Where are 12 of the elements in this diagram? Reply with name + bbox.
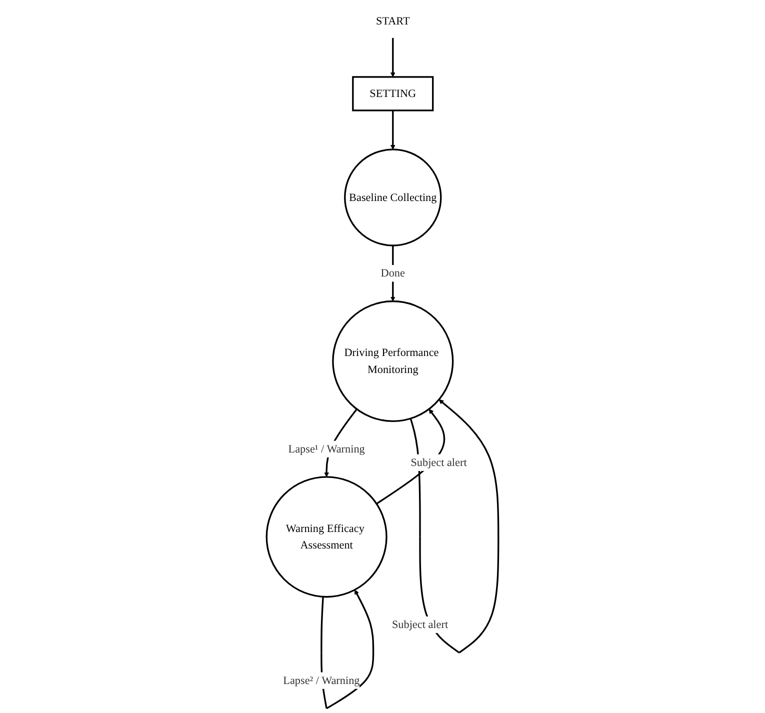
edge-label: Lapse² / Warning bbox=[283, 674, 360, 687]
node-circle: Driving Performance Monitoring bbox=[332, 300, 454, 422]
node-circle: Warning Efficacy Assessment bbox=[266, 476, 388, 598]
arrow bbox=[390, 38, 396, 78]
node-circle: Baseline Collecting bbox=[344, 148, 442, 246]
node-box: SETTING bbox=[352, 76, 434, 112]
edge-label: Done bbox=[380, 267, 405, 280]
edge-label: Subject alert bbox=[392, 618, 448, 631]
edge-label: Subject alert bbox=[410, 456, 467, 469]
edge-label: Lapse¹ / Warning bbox=[288, 442, 365, 456]
node-text: START bbox=[376, 15, 410, 28]
arrow bbox=[390, 110, 396, 150]
